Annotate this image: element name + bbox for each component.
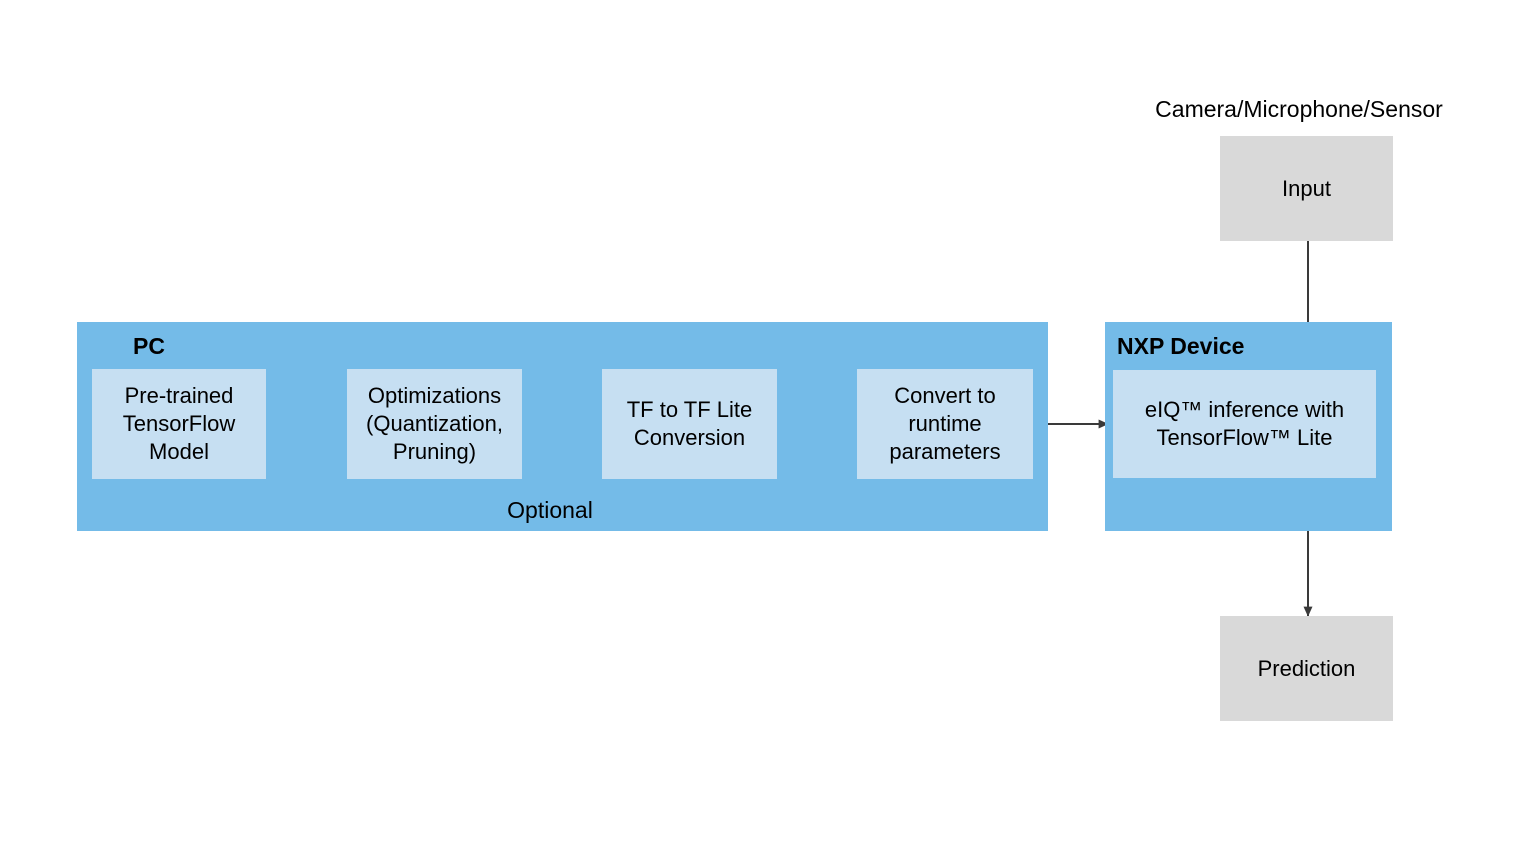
step-box-optimizations-label: Optimizations (Quantization, Pruning) — [366, 383, 503, 464]
step-box-tflite-conversion-label: TF to TF Lite Conversion — [626, 397, 753, 450]
step-box-runtime-params-label: Convert to runtime parameters — [889, 383, 1001, 464]
step-box-pretrained-model: Pre-trained TensorFlow Model — [92, 369, 266, 479]
step-box-runtime-params: Convert to runtime parameters — [857, 369, 1033, 479]
step-box-pretrained-model-label: Pre-trained TensorFlow Model — [122, 383, 236, 464]
io-box-prediction-label: Prediction — [1257, 655, 1356, 681]
group-footer-optional: Optional — [507, 497, 593, 523]
io-box-input: Input — [1220, 136, 1393, 241]
step-box-eiq-inference: eIQ™ inference with TensorFlow™ Lite — [1113, 370, 1376, 478]
group-title-nxp-device: NXP Device — [1117, 333, 1245, 359]
step-box-optimizations: Optimizations (Quantization, Pruning) — [347, 369, 522, 479]
step-box-tflite-conversion: TF to TF Lite Conversion — [602, 369, 777, 479]
input-source-caption: Camera/Microphone/Sensor — [1155, 96, 1443, 122]
step-box-eiq-inference-label: eIQ™ inference with TensorFlow™ Lite — [1144, 397, 1345, 450]
io-box-prediction: Prediction — [1220, 616, 1393, 721]
group-title-pc: PC — [133, 333, 165, 359]
io-box-input-label: Input — [1282, 175, 1331, 201]
